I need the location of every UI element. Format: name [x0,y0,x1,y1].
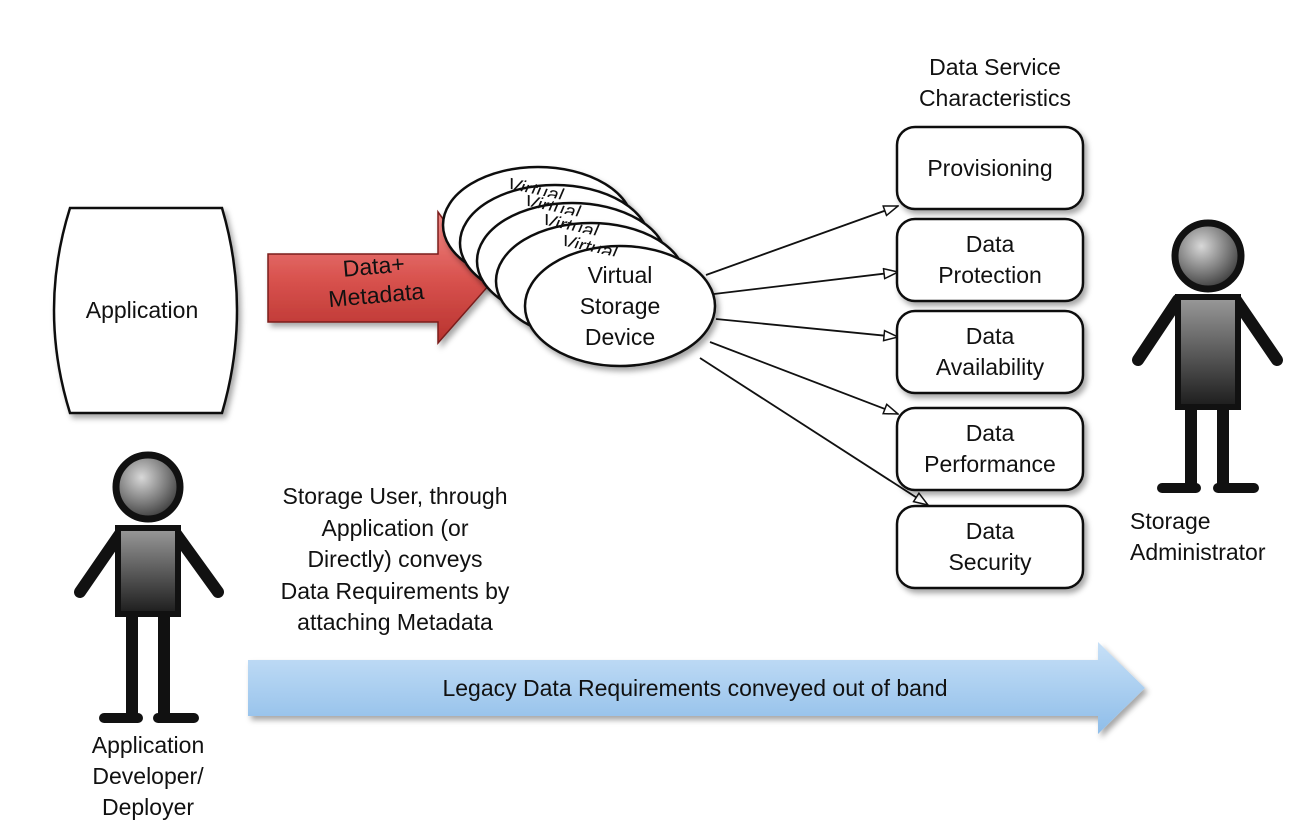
data-availability-box [895,309,1085,395]
data-protection-box [895,217,1085,303]
virtual-storage-device-ellipse [523,244,717,368]
provisioning-box [895,125,1085,211]
data-security-box [895,504,1085,590]
provisioning-label: Provisioning [927,154,1053,181]
data-metadata-arrow [267,209,491,345]
characteristic-connectors [699,205,928,505]
legacy-requirements-arrow [248,642,1145,734]
application-label: Application [85,297,199,323]
data-protection-label: Data Protection [938,231,1042,288]
virtual-storage-device-label: Virtual Storage Device [579,262,661,350]
data-performance-box [895,406,1085,492]
virtual-device-stack [441,165,717,368]
developer-actor-icon [74,451,224,723]
data-availability-label: Data Availability [935,323,1045,380]
connector-security [699,357,928,505]
connector-protection [713,272,898,295]
connector-availability [715,318,898,337]
characteristic-boxes [895,125,1085,590]
administrator-label: Storage Administrator [1130,508,1266,565]
connector-performance [709,341,898,415]
legacy-requirements-label: Legacy Data Requirements conveyed out of… [442,675,948,701]
application-box [52,206,239,415]
data-security-label: Data Security [948,518,1032,575]
developer-label: Application Developer/ Deployer [91,732,205,820]
characteristics-title: Data Service Characteristics [918,54,1072,111]
administrator-actor-icon [1132,219,1283,493]
connector-provisioning [705,205,898,276]
data-performance-label: Data Performance [924,420,1056,477]
storage-user-note: Storage User, through Application (or Di… [280,483,510,635]
